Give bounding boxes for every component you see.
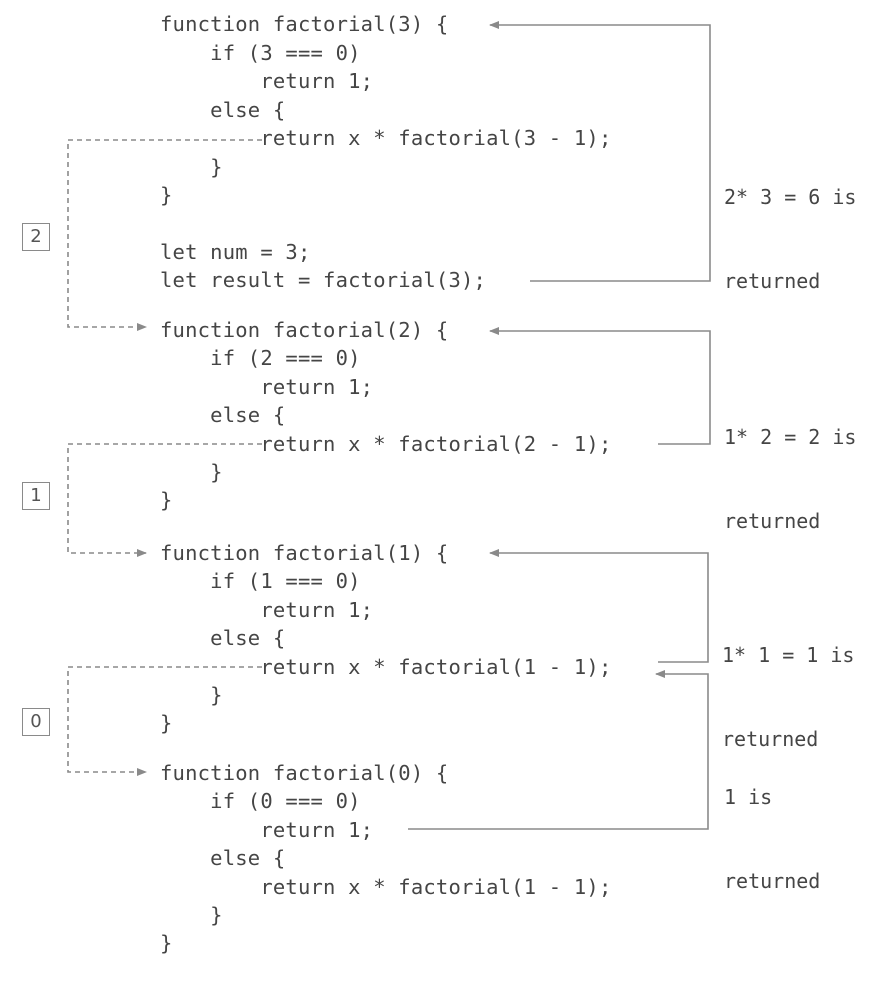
depth-box-2: 2 (22, 223, 50, 251)
code-line: } (160, 155, 223, 179)
code-line: } (160, 183, 173, 207)
code-line: function factorial(0) { (160, 761, 449, 785)
depth-box-0: 0 (22, 708, 50, 736)
return-note-3: 1* 1 = 1 is returned (722, 585, 854, 781)
code-line: return x * factorial(2 - 1); (160, 432, 612, 456)
code-line: return 1; (160, 375, 374, 399)
return-note-4: 1 is returned (724, 727, 820, 923)
code-line: } (160, 931, 173, 955)
code-line: return x * factorial(1 - 1); (160, 875, 612, 899)
code-line: function factorial(1) { (160, 541, 449, 565)
call-arrow-0 (67, 666, 262, 776)
return-note-line: 1 is (724, 785, 773, 809)
return-note-1: 2* 3 = 6 is returned (724, 127, 856, 323)
code-line: else { (160, 846, 286, 870)
code-line: if (2 === 0) (160, 346, 361, 370)
code-line: } (160, 683, 223, 707)
code-line: } (160, 460, 223, 484)
return-note-line: returned (724, 509, 821, 533)
return-note-line: 1* 1 = 1 is (722, 643, 855, 667)
code-line: } (160, 488, 173, 512)
return-note-line: 1* 2 = 2 is (724, 425, 857, 449)
code-line: return 1; (160, 598, 374, 622)
return-arrow-4 (408, 670, 709, 830)
return-note-line: 2* 3 = 6 is (724, 185, 857, 209)
return-arrow-2 (489, 327, 711, 445)
return-note-2: 1* 2 = 2 is returned (724, 367, 856, 563)
return-note-line: returned (724, 269, 821, 293)
return-arrow-1 (489, 21, 711, 282)
code-line: function factorial(2) { (160, 318, 449, 342)
code-line: } (160, 903, 223, 927)
code-line: return x * factorial(3 - 1); (160, 126, 612, 150)
code-line: else { (160, 626, 286, 650)
code-line: let result = factorial(3); (160, 268, 487, 292)
code-line: function factorial(3) { (160, 12, 449, 36)
code-line: return x * factorial(1 - 1); (160, 655, 612, 679)
return-note-line: returned (724, 869, 821, 893)
code-line: return 1; (160, 818, 374, 842)
code-line: if (0 === 0) (160, 789, 361, 813)
code-line: } (160, 711, 173, 735)
code-line: return 1; (160, 69, 374, 93)
code-line: else { (160, 98, 286, 122)
code-line: if (1 === 0) (160, 569, 361, 593)
code-line: if (3 === 0) (160, 41, 361, 65)
depth-box-1: 1 (22, 482, 50, 510)
call-arrow-1 (67, 443, 262, 557)
call-arrow-2 (67, 139, 262, 331)
code-line: else { (160, 403, 286, 427)
return-arrow-3 (489, 549, 709, 663)
return-note-line: returned (722, 727, 819, 751)
code-line: let num = 3; (160, 240, 311, 264)
